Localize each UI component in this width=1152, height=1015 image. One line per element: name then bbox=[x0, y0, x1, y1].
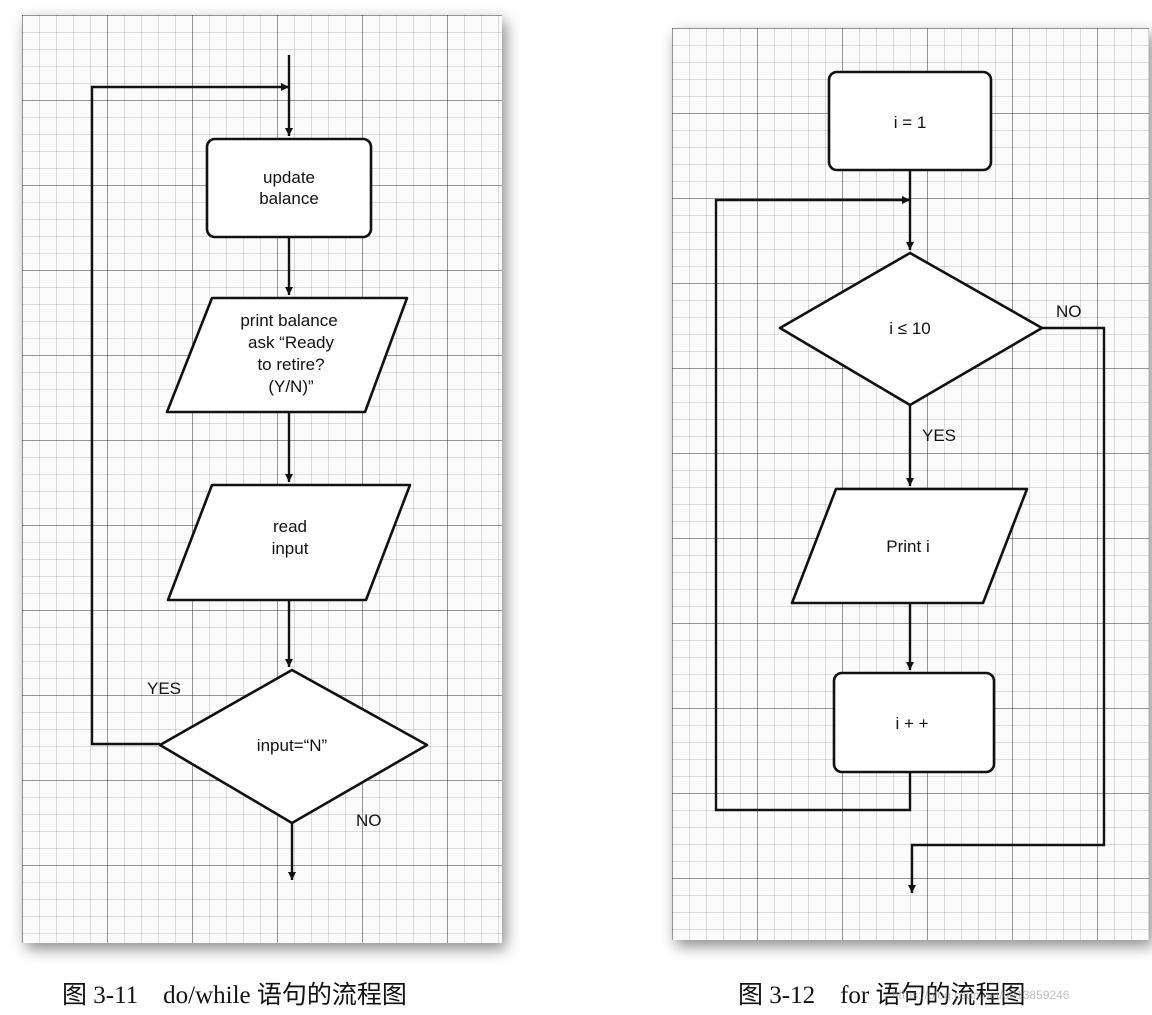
caption-for: 图 3-12 for 语句的流程图 bbox=[738, 982, 1026, 1009]
arrow-loop-back bbox=[714, 196, 912, 812]
arrow-exit-no bbox=[908, 326, 1106, 893]
caption-do-while: 图 3-11 do/while 语句的流程图 bbox=[62, 982, 407, 1009]
increment-box bbox=[832, 671, 996, 774]
read-input-line2: input bbox=[272, 539, 309, 558]
for-flowchart: i = 1 i ≤ 10 YES Print i i + + NO bbox=[714, 70, 1106, 893]
print-line2: ask “Ready bbox=[248, 333, 334, 352]
read-input-line1: read bbox=[273, 517, 307, 536]
update-balance-box bbox=[205, 137, 373, 239]
no-label-right: NO bbox=[1056, 302, 1082, 321]
watermark-text: https://blog.csdn.net/u013859246 bbox=[892, 988, 1070, 1002]
read-input-parallelogram bbox=[166, 483, 412, 602]
yes-label-right: YES bbox=[922, 426, 956, 445]
update-balance-line2: balance bbox=[259, 189, 319, 208]
update-balance-line1: update bbox=[263, 168, 315, 187]
arrow-loop-yes bbox=[90, 83, 289, 746]
print-i-parallelogram bbox=[790, 487, 1029, 605]
yes-label: YES bbox=[147, 679, 181, 698]
init-label: i = 1 bbox=[894, 113, 927, 132]
do-while-flowchart: update balance print balance ask “Ready … bbox=[90, 55, 429, 880]
condition-label: i ≤ 10 bbox=[889, 319, 930, 338]
no-label: NO bbox=[356, 811, 382, 830]
print-line3: to retire? bbox=[257, 355, 324, 374]
print-i-label: Print i bbox=[886, 537, 929, 556]
print-line1: print balance bbox=[240, 311, 337, 330]
increment-label: i + + bbox=[895, 714, 928, 733]
print-line4: (Y/N)” bbox=[268, 377, 314, 396]
decision-label: input=“N” bbox=[257, 736, 328, 755]
print-balance-parallelogram bbox=[165, 296, 409, 414]
